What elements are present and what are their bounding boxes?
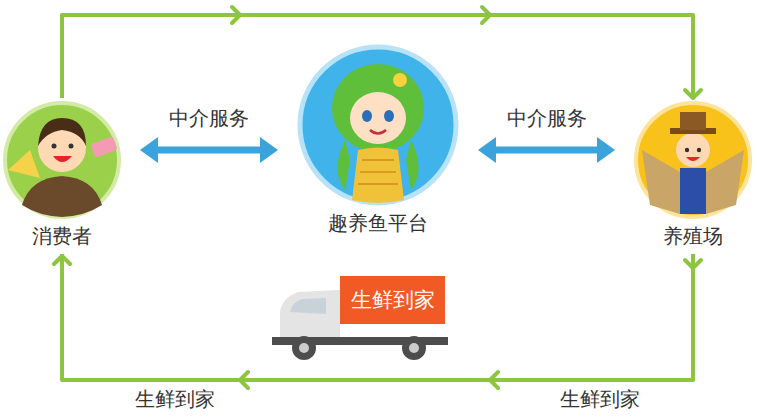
farmer-figure-part (676, 133, 710, 167)
platform-mascot (300, 47, 456, 203)
consumer-figure-part (38, 118, 86, 146)
platform-mascot-part (352, 148, 404, 204)
platform-mascot-part (362, 110, 372, 122)
connector (140, 137, 278, 163)
platform-mascot-part (384, 110, 394, 122)
flow-chevron (482, 7, 490, 23)
arrow-head (478, 137, 496, 163)
platform-mascot-part (358, 160, 398, 184)
node-label: 消费者 (0, 224, 128, 248)
farmer-figure-part (686, 157, 700, 161)
flow-label: 生鲜到家 (132, 387, 218, 411)
arrow-head (597, 137, 615, 163)
farmer-figure-part (642, 150, 744, 214)
connector (62, 7, 701, 98)
farmer-figure-part (680, 112, 706, 130)
truck-cargo-box: 生鲜到家 (340, 276, 445, 324)
consumer-figure-part (8, 150, 40, 178)
consumer-node: 消费者 (0, 102, 128, 248)
platform-mascot-part (393, 73, 407, 87)
flow-chevron (232, 7, 240, 23)
consumer-figure (5, 103, 119, 217)
consumer-figure-part (53, 156, 72, 162)
consumer-figure-part (52, 144, 57, 149)
truck-figure-part (290, 298, 326, 314)
connector (478, 137, 615, 163)
flow-chevron (685, 90, 701, 98)
farmer-figure (636, 103, 750, 217)
connector-line (62, 254, 693, 380)
consumer-figure-part (90, 136, 117, 157)
platform-mascot-part (350, 92, 406, 144)
node-label: 趣养鱼平台 (290, 211, 466, 235)
consumer-figure-part (69, 144, 74, 149)
node-label: 养殖场 (627, 224, 757, 248)
farmer-figure-part (685, 148, 689, 152)
platform-node: 趣养鱼平台 (290, 45, 466, 235)
farmer-figure-part (680, 168, 706, 214)
consumer-figure-part (22, 176, 102, 217)
flow-chevron (240, 372, 248, 388)
platform-mascot-part (300, 47, 456, 203)
edge-label: 中介服务 (166, 106, 252, 130)
farm-node: 养殖场 (627, 102, 757, 248)
consumer-figure-part (5, 103, 119, 217)
truck-figure-part (280, 290, 340, 343)
truck-figure-part (292, 336, 316, 360)
farmer-figure-part (636, 103, 750, 217)
connector-line (156, 147, 262, 154)
connector-line (62, 15, 693, 98)
edge-label: 中介服务 (504, 106, 590, 130)
truck-figure-part (409, 343, 419, 353)
edge-label: 生鲜到家 (557, 387, 643, 411)
connector-line (494, 147, 599, 154)
connector (54, 254, 701, 388)
arrow-head (140, 137, 158, 163)
truck-figure-part (402, 336, 426, 360)
flow-chevron (685, 260, 701, 268)
farmer-figure-part (697, 148, 701, 152)
node-label: 生鲜到家 (351, 288, 435, 312)
flow-chevron (490, 372, 498, 388)
arrow-head (260, 137, 278, 163)
flow-chevron (54, 256, 70, 264)
platform-mascot-part (370, 130, 386, 134)
truck-figure-part (299, 343, 309, 353)
platform-mascot-part (332, 64, 424, 152)
